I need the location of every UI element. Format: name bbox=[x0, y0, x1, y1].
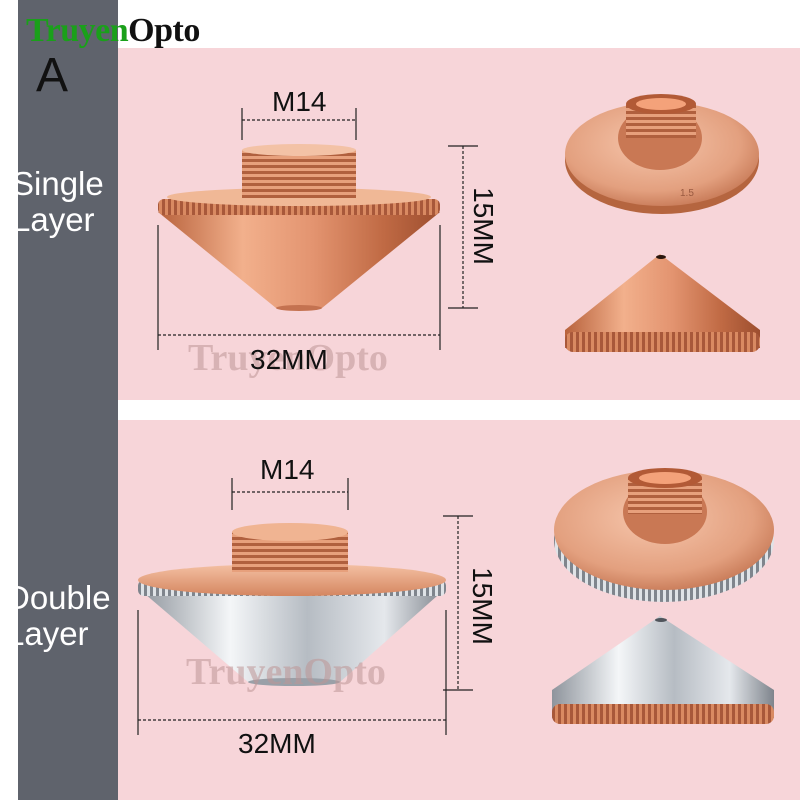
double-layer-nozzle bbox=[138, 523, 446, 686]
double-label-line1: Double bbox=[6, 579, 111, 616]
double-width: 32MM bbox=[238, 728, 316, 759]
double-dimension-lines bbox=[137, 478, 473, 735]
double-nozzle-top-view bbox=[554, 468, 774, 602]
single-label-line2: Layer bbox=[12, 201, 95, 238]
single-thread-size: M14 bbox=[272, 86, 327, 117]
double-height: 15MM bbox=[467, 567, 498, 645]
single-nozzle-top-view: 1.5 bbox=[565, 94, 759, 214]
engraving-text: 1.5 bbox=[680, 188, 694, 199]
brand-part2: Opto bbox=[128, 12, 200, 49]
brand-logo: TruyenOpto bbox=[26, 12, 200, 50]
single-width: 32MM bbox=[250, 344, 328, 375]
single-height: 15MM bbox=[468, 187, 499, 265]
variant-letter: A bbox=[36, 49, 69, 102]
single-layer-nozzle bbox=[158, 144, 440, 311]
sidebar bbox=[18, 0, 118, 800]
double-thread-size: M14 bbox=[260, 454, 315, 485]
single-dimension-lines bbox=[157, 108, 478, 350]
double-label-line2: Layer bbox=[6, 615, 89, 652]
single-watermark: TruyenOpto bbox=[188, 337, 388, 379]
single-label-line1: Single bbox=[12, 165, 104, 202]
double-watermark: TruyenOpto bbox=[186, 651, 386, 693]
double-nozzle-side-view bbox=[552, 616, 774, 724]
single-nozzle-side-view bbox=[565, 254, 760, 352]
brand-part1: Truyen bbox=[26, 12, 129, 49]
